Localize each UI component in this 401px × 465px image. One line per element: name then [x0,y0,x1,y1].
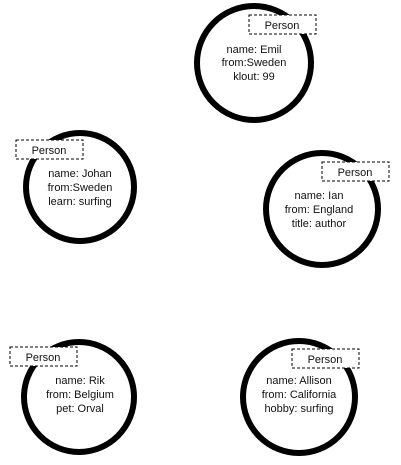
label-tag-box [248,14,317,35]
node-property: from: California [262,389,337,401]
node-circle [21,339,137,455]
node-property: from: England [285,204,353,216]
label-tag-box [15,139,84,160]
node-allison[interactable]: name: Allison from: California hobby: su… [240,338,360,456]
label-tag-text: Person [32,145,67,157]
label-tag-text: Person [308,354,343,366]
node-property: from:Sweden [222,57,287,69]
node-johan[interactable]: name: Johan from:Sweden learn: surfing P… [15,130,137,244]
node-property: name: Allison [266,375,331,387]
node-circle [240,338,358,456]
node-property: name: Emil [226,44,281,56]
node-property: learn: surfing [48,196,112,208]
node-property: name: Ian [295,190,344,202]
label-tag-text: Person [338,167,373,179]
node-property: hobby: surfing [264,403,333,415]
node-property: pet: Orval [56,403,104,415]
node-property: from: Belgium [46,389,114,401]
node-property: from:Sweden [48,182,113,194]
node-ian[interactable]: name: Ian from: England title: author Pe… [263,150,390,268]
node-property: name: Rik [55,375,105,387]
node-property: name: Johan [48,168,112,180]
node-circle [23,130,137,244]
label-tag-text: Person [26,352,61,364]
node-emil[interactable]: name: Emil from:Sweden klout: 99 Person [194,3,317,123]
label-tag-box [9,346,78,367]
node-circle [194,3,314,123]
label-tag-box [291,348,360,369]
label-tag-box [321,161,390,182]
node-property: title: author [292,218,347,230]
node-rik[interactable]: name: Rik from: Belgium pet: Orval Perso… [9,339,137,455]
label-tag-text: Person [265,20,300,32]
node-property: klout: 99 [233,71,275,83]
